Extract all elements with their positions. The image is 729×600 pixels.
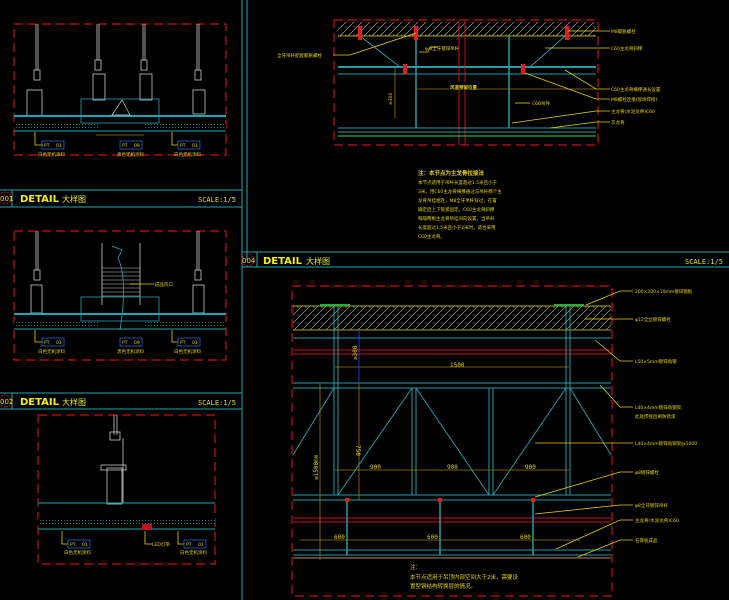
panel-003-drawing [37, 414, 216, 565]
tag-pt: PT [44, 143, 50, 149]
tag-pt: PT [186, 542, 192, 548]
callout-label: φ8全牙镀锌吊杆 [635, 502, 668, 509]
detail-number: 004 [242, 257, 256, 265]
tag-num: 01 [198, 542, 204, 548]
detail-title: DETAIL [20, 397, 60, 408]
material-label: 白色无机涂料 [64, 549, 91, 556]
vent-callout: 成品风口 [155, 281, 173, 288]
detail-subtitle: 大样图 [62, 194, 86, 204]
callout-label: 主龙骨(水泥龙骨)C60 [611, 108, 655, 115]
tag-pt: PT [180, 143, 186, 149]
note-line: 本节点适用于吊杆长度超过1.5米且小于 [418, 179, 498, 186]
tag-pt: PT [180, 340, 186, 346]
note-title: 注： [410, 563, 421, 571]
dim-1500: 1500 [450, 362, 465, 369]
callout-label: 石膏板成品 [635, 537, 658, 544]
title-block-004[interactable]: 004 DETAIL 大样图 SCALE:1/5 [241, 253, 723, 267]
material-label: 白色无机涂料 [38, 348, 65, 355]
material-label: 白色无机涂料 [174, 151, 201, 158]
panel-004-labels: 200×200×10mm镀锌钢板 φ12全丝镀锌螺栓 L50×5mm镀锌角钢 L… [534, 288, 697, 558]
callout-label: M8螺栓连接(现场焊接) [611, 96, 658, 103]
detail-subtitle: 大样图 [62, 397, 86, 407]
tag-num: 09 [134, 340, 140, 346]
detail-title: DETAIL [20, 194, 60, 205]
tag-num: 01 [192, 340, 198, 346]
panel-002-labels: 成品风口 PT 01 白色无机涂料 PT 09 黑色无机涂料 PT 01 白色无… [34, 281, 201, 355]
tag-pt: PT [122, 143, 128, 149]
hanger-rod-label: φ 8全牙镀锌吊杆 [425, 45, 460, 52]
callout-label: φ12全丝镀锌螺栓 [635, 316, 671, 323]
scale-label: SCALE:1/5 [198, 196, 236, 204]
callout-label: 主龙骨(水泥龙骨)C60 [635, 517, 679, 524]
callout-label: M8膨胀螺栓 [611, 28, 636, 35]
panel-top-right-labels: 全牙吊杆配套膨胀螺栓 φ 8全牙镀锌吊杆 风道预留位置 ≥300 M8膨胀螺栓 … [277, 28, 661, 129]
callout-label: 次龙骨 [611, 119, 625, 126]
note-line: 龙骨吊挂相连，M8全牙吊杆穿过，在置 [418, 197, 497, 204]
callout-label: L40×4mm镀锌角钢架, [635, 404, 683, 411]
note-title: 注：本节点为主龙骨拉接法 [418, 169, 485, 177]
callout-label: L50×5mm镀锌角钢 [635, 358, 677, 365]
note-004: 注： 本节点适用于吊顶内部空间大于2米，需要设 置型钢结构转换层的情况。 [410, 563, 519, 590]
callout-label: C60主龙骨斜撑 [611, 45, 643, 52]
dim-truss: 900 [447, 464, 458, 471]
tag-num: 01 [56, 340, 62, 346]
callout-label: 此处焊接后刷防锈漆 [635, 413, 676, 420]
led-label: LED灯带 [152, 541, 170, 548]
callout-label: C60吊件 [532, 100, 550, 107]
note-line: 本节点适用于吊顶内部空间大于2米，需要设 [410, 573, 519, 581]
material-label: 白色无机涂料 [38, 151, 65, 158]
dim-truss: 900 [525, 464, 536, 471]
dim-bottom: 600 [334, 534, 345, 541]
detail-title: DETAIL [263, 256, 303, 267]
vertical-dimension: ≥300 [388, 93, 394, 105]
panel-003-labels: PT 01 白色无机涂料 LED灯带 PT 01 白色无机涂料 [61, 531, 207, 556]
panel-top-right-drawing [333, 19, 599, 146]
material-label: 白色无机涂料 [174, 348, 201, 355]
tag-num: 01 [192, 143, 198, 149]
panel-002-drawing [13, 230, 227, 361]
scale-label: SCALE:1/5 [685, 258, 723, 266]
tag-num: 01 [82, 542, 88, 548]
callout-label: 200×200×10mm镀锌钢板 [635, 288, 693, 295]
detail-subtitle: 大样图 [306, 256, 330, 266]
panel-001-labels: PT 01 白色无机涂料 PT 09 黑色无机涂料 PT 01 白色无机涂料 [34, 132, 201, 158]
panel-004-drawing [291, 285, 613, 597]
scale-label: SCALE:1/5 [198, 399, 236, 407]
callout-label: C60主龙骨横撑通长设置 [611, 86, 661, 93]
detail-number: 002 [0, 398, 13, 406]
material-label: 白色无机涂料 [180, 549, 207, 556]
dim-truss: 900 [370, 464, 381, 471]
panel-004-dimensions: 1500 ≥300 750 ≤1500mm 900 900 900 600 60… [313, 345, 536, 541]
material-label: 黑色无机涂料 [117, 348, 144, 355]
detail-number: 001 [0, 195, 13, 203]
dim-bottom: 600 [427, 534, 438, 541]
panel-001-drawing [13, 23, 227, 156]
material-label: 黑色无机涂料 [117, 151, 144, 158]
tag-pt: PT [70, 542, 76, 548]
note-line: 3米。用C60主龙骨横撑通过与吊杆两个主 [418, 188, 502, 195]
note-line: 长度超过1.5米且小于2米时，适合采用 [418, 224, 496, 231]
callout-label: L40×4mm镀锌角钢架@1000 [635, 440, 697, 447]
tag-pt: PT [122, 340, 128, 346]
dim-750: 750 [354, 445, 361, 456]
dim-bottom: 600 [520, 534, 531, 541]
note-line: 确定后上下锁紧固定。C60主龙骨斜撑 [418, 206, 495, 213]
note-line: 置型钢结构转换层的情况。 [410, 582, 476, 590]
callout-label: φ8镀锌螺栓 [635, 469, 659, 476]
note-line: C60主龙骨。 [418, 233, 445, 240]
note-line: 每隔两根主龙骨吊挂间向设置，当吊杆 [418, 215, 495, 222]
title-block-002[interactable]: 002 DETAIL 大样图 SCALE:1/5 [0, 394, 236, 408]
dim-total-height: ≤1500mm [313, 454, 320, 480]
tag-num: 09 [134, 143, 140, 149]
title-block-001[interactable]: 001 DETAIL 大样图 SCALE:1/5 [0, 191, 236, 205]
anchor-bolt-label: 全牙吊杆配套膨胀螺栓 [277, 52, 322, 59]
tag-pt: PT [44, 340, 50, 346]
duct-reserve-tag: 风道预留位置 [450, 84, 477, 91]
tag-num: 01 [56, 143, 62, 149]
note-top-right: 注：本节点为主龙骨拉接法 本节点适用于吊杆长度超过1.5米且小于 3米。用C60… [418, 169, 502, 240]
dim-vertical: ≥300 [352, 345, 359, 360]
